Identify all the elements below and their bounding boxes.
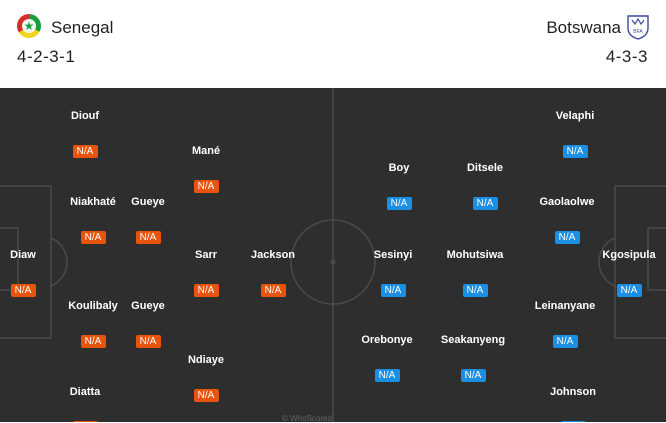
player-rating-badge: N/A — [380, 284, 406, 297]
player-rating-badge: N/A — [374, 369, 400, 382]
player-name: Niakhaté — [70, 196, 116, 208]
player-name: Mohutsiwa — [446, 249, 504, 261]
player-name: Kgosipula — [602, 249, 656, 261]
player-name: Velaphi — [555, 110, 595, 122]
player-rating-badge: N/A — [562, 145, 588, 158]
player-name: Ndiaye — [187, 354, 225, 366]
player-name: Gueye — [131, 300, 165, 312]
player-name: Orebonye — [361, 334, 413, 346]
player-rating-badge: N/A — [80, 231, 106, 244]
player-name: Sarr — [194, 249, 218, 261]
home-team-name[interactable]: Senegal — [51, 18, 114, 37]
bfa-crest-icon: BFA — [626, 14, 650, 40]
player-rating-badge: N/A — [193, 284, 219, 297]
away-formation: 4-3-3 — [605, 47, 648, 66]
senegal-crest-icon: ★ — [17, 14, 41, 38]
player-name: Diaw — [10, 249, 36, 261]
player-rating-badge: N/A — [72, 145, 98, 158]
player-name: Johnson — [550, 386, 596, 398]
player-rating-badge: N/A — [80, 335, 106, 348]
player-rating-badge: N/A — [193, 389, 219, 402]
player-rating-badge: N/A — [460, 369, 486, 382]
watermark: © WhoScored — [282, 414, 332, 423]
player-name: Mané — [191, 145, 221, 157]
player-rating-badge: N/A — [554, 231, 580, 244]
player-rating-badge: N/A — [616, 284, 642, 297]
player-rating-badge: N/A — [552, 335, 578, 348]
player-rating-badge: N/A — [462, 284, 488, 297]
pitch-markings — [0, 88, 666, 422]
player-name: Gueye — [131, 196, 165, 208]
home-player[interactable]: DiattaN/A — [40, 386, 130, 422]
player-rating-badge: N/A — [472, 197, 498, 210]
home-formation: 4-2-3-1 — [17, 47, 76, 66]
player-name: Ditsele — [466, 162, 504, 174]
player-name: Boy — [388, 162, 410, 174]
away-player[interactable]: JohnsonN/A — [528, 386, 618, 422]
player-name: Koulibaly — [68, 300, 118, 312]
player-name: Leinanyane — [534, 300, 596, 312]
player-name: Sesinyi — [373, 249, 413, 261]
player-name: Seakanyeng — [440, 334, 506, 346]
player-name: Diouf — [70, 110, 100, 122]
player-rating-badge: N/A — [135, 335, 161, 348]
player-rating-badge: N/A — [260, 284, 286, 297]
player-rating-badge: N/A — [386, 197, 412, 210]
player-name: Diatta — [69, 386, 101, 398]
away-team-name[interactable]: Botswana — [546, 18, 621, 37]
player-rating-badge: N/A — [135, 231, 161, 244]
player-rating-badge: N/A — [10, 284, 36, 297]
player-name: Gaolaolwe — [539, 196, 595, 208]
player-rating-badge: N/A — [193, 180, 219, 193]
svg-text:BFA: BFA — [633, 29, 643, 35]
player-name: Jackson — [250, 249, 296, 261]
match-header: ★ Senegal 4-2-3-1 Botswana 4-3-3 BFA — [0, 0, 666, 88]
